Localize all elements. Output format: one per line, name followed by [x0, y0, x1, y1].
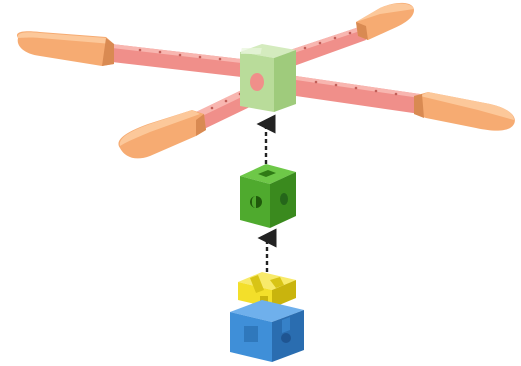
paddle-upper-left — [16, 31, 115, 66]
paddle-lower-left — [118, 110, 206, 159]
cross-frame — [16, 2, 515, 159]
hub-cube — [240, 44, 296, 112]
arm-front-right — [296, 76, 420, 114]
arm-back-right — [290, 26, 366, 66]
green-connector-cube — [240, 164, 296, 228]
paddle-lower-right — [414, 92, 515, 131]
paddle-upper-right — [356, 2, 414, 41]
arm-back-left — [112, 44, 250, 78]
blue-base-cube — [230, 300, 304, 362]
